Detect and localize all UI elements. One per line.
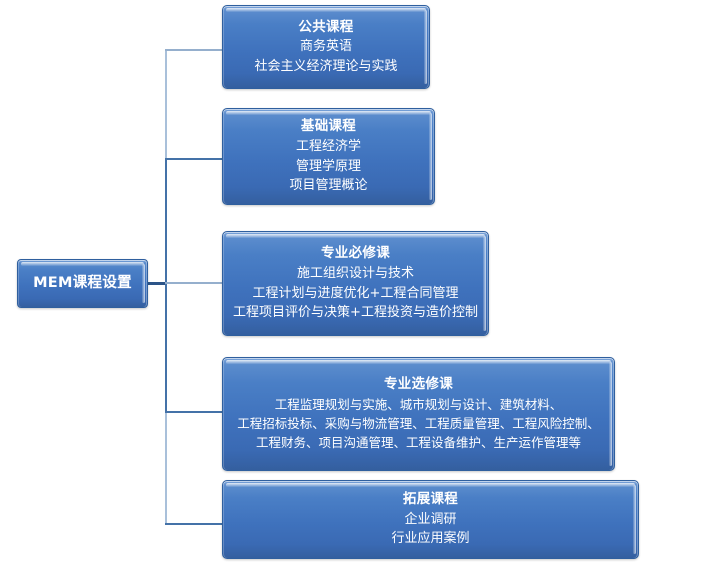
connector-branch-1 — [165, 49, 223, 51]
node-major-elective-courses[interactable]: 专业选修课 工程监理规划与实施、城市规划与设计、建筑材料、 工程招标投标、采购与… — [222, 357, 615, 471]
root-node-label: MEM课程设置 — [33, 274, 132, 291]
node-title: 基础课程 — [300, 118, 357, 135]
node-extension-courses[interactable]: 拓展课程 企业调研 行业应用案例 — [222, 480, 639, 559]
node-public-courses[interactable]: 公共课程 商务英语 社会主义经济理论与实践 — [222, 5, 430, 89]
node-title: 公共课程 — [298, 18, 354, 35]
node-title: 拓展课程 — [402, 491, 459, 508]
node-line: 商务英语 — [299, 39, 352, 55]
node-line: 项目管理概论 — [289, 178, 368, 194]
connector-branch-4 — [165, 411, 223, 413]
node-basic-courses[interactable]: 基础课程 工程经济学 管理学原理 项目管理概论 — [222, 108, 435, 205]
node-line: 行业应用案例 — [391, 531, 470, 547]
node-line: 工程监理规划与实施、城市规划与设计、建筑材料、 — [274, 396, 563, 412]
connector-trunk-upper — [165, 49, 167, 159]
connector-trunk-lower — [165, 411, 167, 524]
connector-branch-5 — [165, 523, 223, 525]
connector-trunk-middle — [165, 158, 167, 413]
node-line: 管理学原理 — [295, 158, 361, 174]
connector-branch-2 — [165, 158, 223, 160]
node-line: 工程招标投标、采购与物流管理、工程质量管理、工程风险控制、 — [237, 416, 600, 432]
connector-root-stem — [148, 282, 167, 285]
connector-branch-3 — [165, 282, 223, 284]
node-title: 专业选修课 — [384, 376, 453, 393]
node-line: 企业调研 — [404, 511, 457, 527]
node-title: 专业必修课 — [321, 245, 390, 262]
node-line: 施工组织设计与技术 — [296, 266, 414, 282]
node-major-required-courses[interactable]: 专业必修课 施工组织设计与技术 工程计划与进度优化+工程合同管理 工程项目评价与… — [222, 231, 489, 336]
node-line: 社会主义经济理论与实践 — [254, 58, 398, 74]
node-line: 工程项目评价与决策+工程投资与造价控制 — [233, 305, 478, 321]
root-node-mem-curriculum[interactable]: MEM课程设置 — [17, 259, 148, 308]
node-line: 工程计划与进度优化+工程合同管理 — [252, 285, 459, 301]
node-line: 工程财务、项目沟通管理、工程设备维护、生产运作管理等 — [255, 435, 581, 451]
node-line: 工程经济学 — [295, 139, 361, 155]
